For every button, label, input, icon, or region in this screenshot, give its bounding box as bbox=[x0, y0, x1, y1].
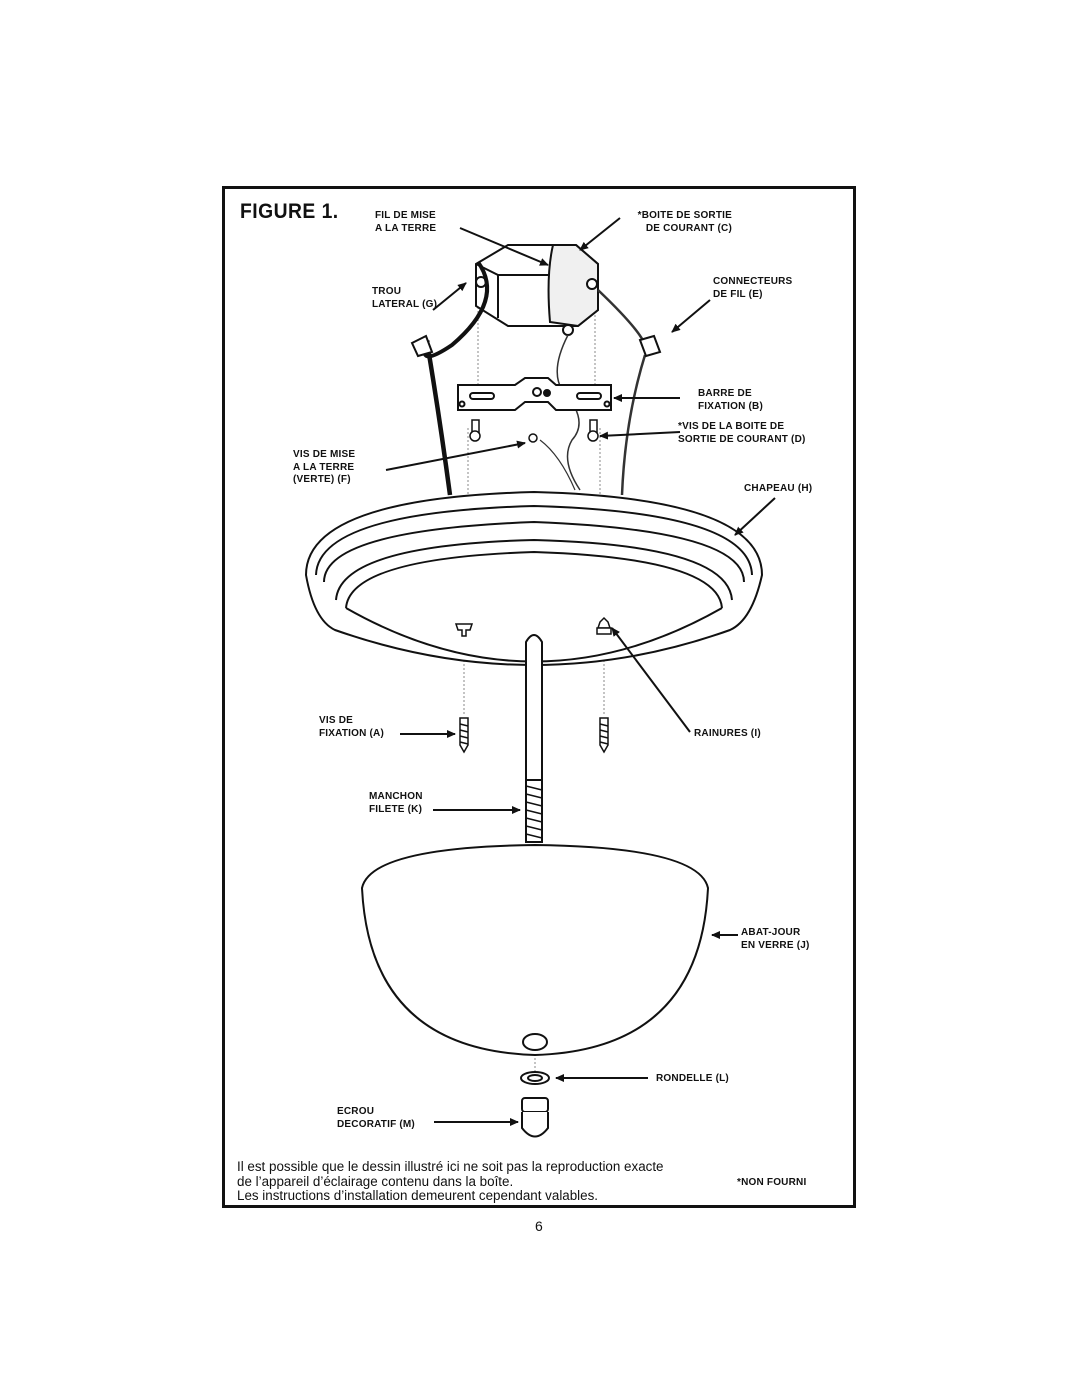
page-number: 6 bbox=[535, 1218, 543, 1234]
wire-connectors bbox=[410, 334, 662, 358]
note-line: de l’appareil d’éclairage contenu dans l… bbox=[237, 1173, 514, 1189]
label-side-hole: TROU LATERAL (G) bbox=[372, 286, 438, 310]
label-ground-screw: VIS DE MISE A LA TERRE (VERTE) (F) bbox=[293, 449, 356, 485]
label-wire-connectors: CONNECTEURS DE FIL (E) bbox=[713, 276, 793, 300]
label-outlet-box-screws: *VIS DE LA BOITE DE SORTIE DE COURANT (D… bbox=[678, 421, 806, 445]
label-outlet-box: *BOITE DE SORTIE DE COURANT (C) bbox=[637, 210, 732, 234]
glass-shade bbox=[360, 843, 710, 1057]
keyholes bbox=[454, 616, 612, 637]
mounting-screws bbox=[459, 717, 609, 754]
washer bbox=[520, 1071, 550, 1085]
outlet-box bbox=[475, 244, 599, 336]
label-mounting-screws: VIS DE FIXATION (A) bbox=[319, 715, 384, 739]
label-washer: RONDELLE (L) bbox=[656, 1073, 729, 1084]
label-ground-wire: FIL DE MISE A LA TERRE bbox=[375, 210, 437, 234]
label-mounting-bar: BARRE DE FIXATION (B) bbox=[698, 388, 763, 412]
label-canopy: CHAPEAU (H) bbox=[744, 483, 813, 494]
note-line: Il est possible que le dessin illustré i… bbox=[237, 1159, 664, 1174]
label-glass-shade: ABAT-JOUR EN VERRE (J) bbox=[741, 927, 810, 951]
box-screws bbox=[469, 419, 599, 443]
leader-arrows bbox=[385, 217, 776, 1126]
note-line: Les instructions d’installation demeuren… bbox=[237, 1188, 599, 1203]
disclaimer-note: Il est possible que le dessin illustré i… bbox=[237, 1159, 664, 1204]
figure-title: FIGURE 1. bbox=[240, 200, 339, 223]
decorative-nut bbox=[521, 1097, 549, 1138]
figure-frame bbox=[222, 186, 856, 1208]
label-keyholes: RAINURES (I) bbox=[694, 728, 761, 739]
label-not-supplied: *NON FOURNI bbox=[737, 1177, 807, 1188]
label-threaded-pipe: MANCHON FILETE (K) bbox=[369, 791, 423, 815]
threaded-pipe bbox=[525, 634, 543, 843]
label-decorative-nut: ECROU DECORATIF (M) bbox=[337, 1106, 415, 1130]
mounting-bar bbox=[457, 377, 612, 411]
